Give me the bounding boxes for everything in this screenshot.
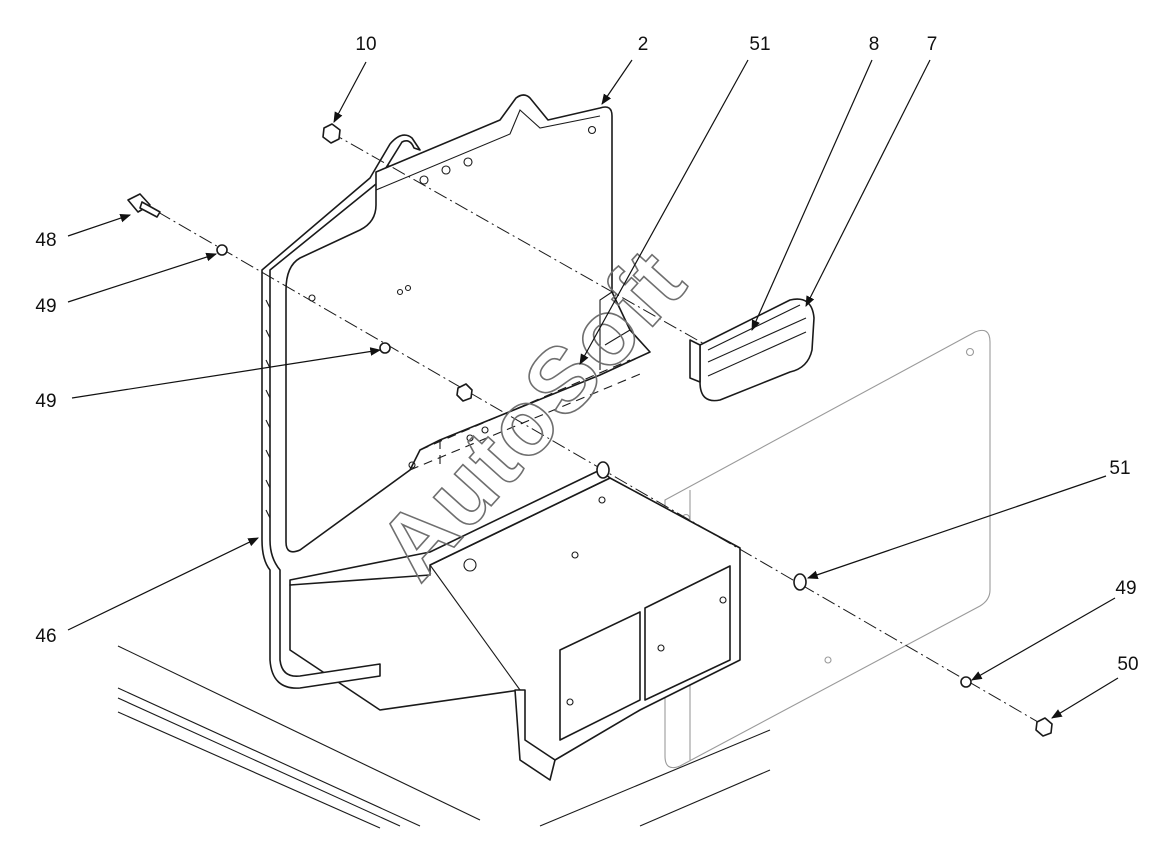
callout-46: 46 xyxy=(35,626,56,647)
callout-labels: 10 2 51 8 7 48 49 49 51 49 50 46 xyxy=(35,34,1138,675)
callout-49-b: 49 xyxy=(35,391,56,412)
callout-2: 2 xyxy=(638,34,649,55)
sensor-block xyxy=(689,298,815,402)
flat-washer xyxy=(793,573,807,591)
fasteners xyxy=(127,123,1053,737)
callout-51-top: 51 xyxy=(749,34,770,55)
callout-8: 8 xyxy=(869,34,880,55)
lock-washer xyxy=(216,244,228,256)
flat-washer xyxy=(596,461,610,479)
callout-50: 50 xyxy=(1117,654,1138,675)
callout-48: 48 xyxy=(35,230,56,251)
base-frame xyxy=(117,645,771,829)
bracket xyxy=(285,94,651,553)
bolt xyxy=(127,193,161,218)
nut xyxy=(1035,717,1053,737)
lock-washer xyxy=(379,342,391,354)
gasket xyxy=(261,134,421,689)
callout-leaders xyxy=(67,59,1119,719)
nut xyxy=(456,383,473,402)
callout-51-right: 51 xyxy=(1109,458,1130,479)
callout-49-c: 49 xyxy=(1115,578,1136,599)
nut xyxy=(322,123,341,144)
lock-washer xyxy=(960,676,972,688)
callout-7: 7 xyxy=(927,34,938,55)
lower-housing xyxy=(289,469,741,781)
callout-10: 10 xyxy=(355,34,376,55)
callout-49-a: 49 xyxy=(35,296,56,317)
